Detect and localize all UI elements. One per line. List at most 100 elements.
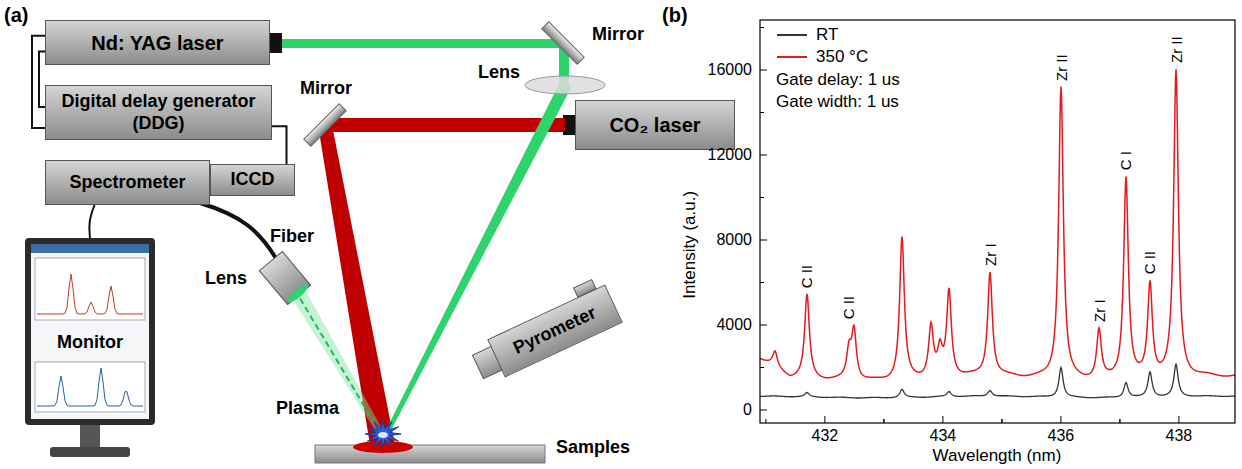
yag-beam: [382, 86, 572, 438]
sample-plate: [315, 445, 545, 463]
tick-mark: [760, 155, 767, 156]
screen-capture: [37, 274, 143, 314]
signal-cable: [32, 36, 45, 128]
tick-mark: [760, 197, 764, 198]
legend-line: [776, 29, 808, 41]
tick-mark: [760, 197, 764, 198]
spectrum-chart: [760, 20, 1235, 423]
node-label: ICCD: [231, 169, 275, 191]
tick-mark: [883, 419, 884, 423]
legend-label: 350 °C: [816, 47, 868, 67]
node-label: Pyrometer: [510, 302, 600, 359]
tick-mark: [1119, 419, 1120, 423]
plot-frame: [760, 20, 1235, 423]
focusing-lens: [525, 76, 605, 94]
tick-mark: [1178, 416, 1179, 423]
node-label: Spectrometer: [69, 172, 185, 194]
node-label: Nd: YAG laser: [91, 31, 223, 55]
plasma-plume: [365, 420, 401, 449]
optical-fiber: [200, 203, 278, 262]
acquisition-note: Gate delay: 1 us: [776, 70, 900, 90]
signal-cable: [89, 205, 94, 238]
node-label: CO₂ laser: [609, 113, 700, 137]
peak-label: C II: [798, 265, 815, 288]
node-label: Monitor: [57, 332, 123, 354]
peak-label: Zr I: [981, 244, 998, 267]
part-name: Lens: [205, 268, 247, 289]
tick-mark: [760, 367, 764, 368]
monitor-stand: [50, 447, 130, 457]
node-label: Digital delay generator (DDG): [56, 91, 261, 134]
screen-capture: [35, 258, 145, 320]
tick-mark: [760, 112, 764, 113]
part-name: Lens: [478, 62, 520, 83]
legend-line: [776, 51, 808, 63]
tick-mark: [760, 282, 764, 283]
collection-lens: [285, 282, 310, 305]
tick-mark: [1001, 419, 1002, 423]
tick-mark: [883, 419, 884, 423]
spectrometer-box: Spectrometer: [45, 160, 210, 205]
tick-label: 16000: [708, 61, 753, 79]
part-name: Fiber: [270, 226, 314, 247]
axis-title: Intensity (a.u.): [680, 191, 700, 299]
tick-mark: [942, 416, 943, 423]
tick-mark: [760, 282, 764, 283]
laser-aperture: [270, 33, 282, 53]
screen-capture: [37, 368, 143, 406]
screen-capture: [35, 362, 145, 412]
axis-title: Wavelength (nm): [933, 446, 1062, 466]
room-temperature-curve: [760, 364, 1235, 398]
peak-label: Zr II: [1167, 36, 1184, 63]
signal-cable: [272, 126, 287, 164]
co2-beam: [325, 118, 565, 132]
tick-mark: [765, 419, 766, 423]
laser-box: Nd: YAG laser: [45, 20, 270, 65]
heated-curve: [760, 69, 1235, 378]
legend-entry: 350 °C: [776, 47, 868, 67]
collection-lens: [259, 252, 312, 307]
peak-label: Zr II: [1052, 54, 1069, 81]
monitor-stand: [50, 425, 130, 457]
part-name: Samples: [556, 437, 630, 458]
collection-lens: [259, 252, 310, 305]
peak-label: C II: [1141, 251, 1158, 274]
plasma-plume: [365, 420, 401, 449]
mirror: [542, 22, 584, 64]
tick-mark: [760, 325, 767, 326]
tick-mark: [760, 410, 767, 411]
tick-label: 434: [930, 427, 957, 445]
mirror: [304, 104, 346, 146]
peak-label: C II: [840, 296, 857, 319]
yag-beam: [282, 39, 564, 48]
spectrum-lines: [760, 69, 1235, 398]
tick-mark: [760, 240, 767, 241]
tick-label: 438: [1166, 427, 1193, 445]
legend-line: [777, 56, 807, 58]
tick-mark: [1001, 419, 1002, 423]
tick-mark: [760, 70, 767, 71]
tick-mark: [760, 112, 764, 113]
tick-mark: [1119, 419, 1120, 423]
screen-capture: [31, 244, 149, 419]
tick-mark: [1060, 416, 1061, 423]
optical-fiber: [200, 203, 278, 262]
screen-capture: [31, 244, 149, 253]
tick-label: 432: [812, 427, 839, 445]
plasma-plume: [378, 432, 388, 438]
tick-mark: [760, 27, 764, 28]
camera-box: ICCD: [210, 164, 295, 196]
focusing-lens: [525, 76, 605, 94]
tick-label: 436: [1048, 427, 1075, 445]
legend-entry: RT: [776, 25, 838, 45]
part-name: Plasma: [276, 398, 339, 419]
peak-label: C I: [1117, 151, 1134, 170]
part-name: Mirror: [300, 78, 352, 99]
yag-beam: [282, 39, 572, 438]
delay-generator-box: Digital delay generator (DDG): [45, 85, 272, 140]
sample-plate: [315, 441, 545, 463]
panel-letter: (b): [662, 4, 688, 27]
legend-line: [777, 34, 807, 36]
